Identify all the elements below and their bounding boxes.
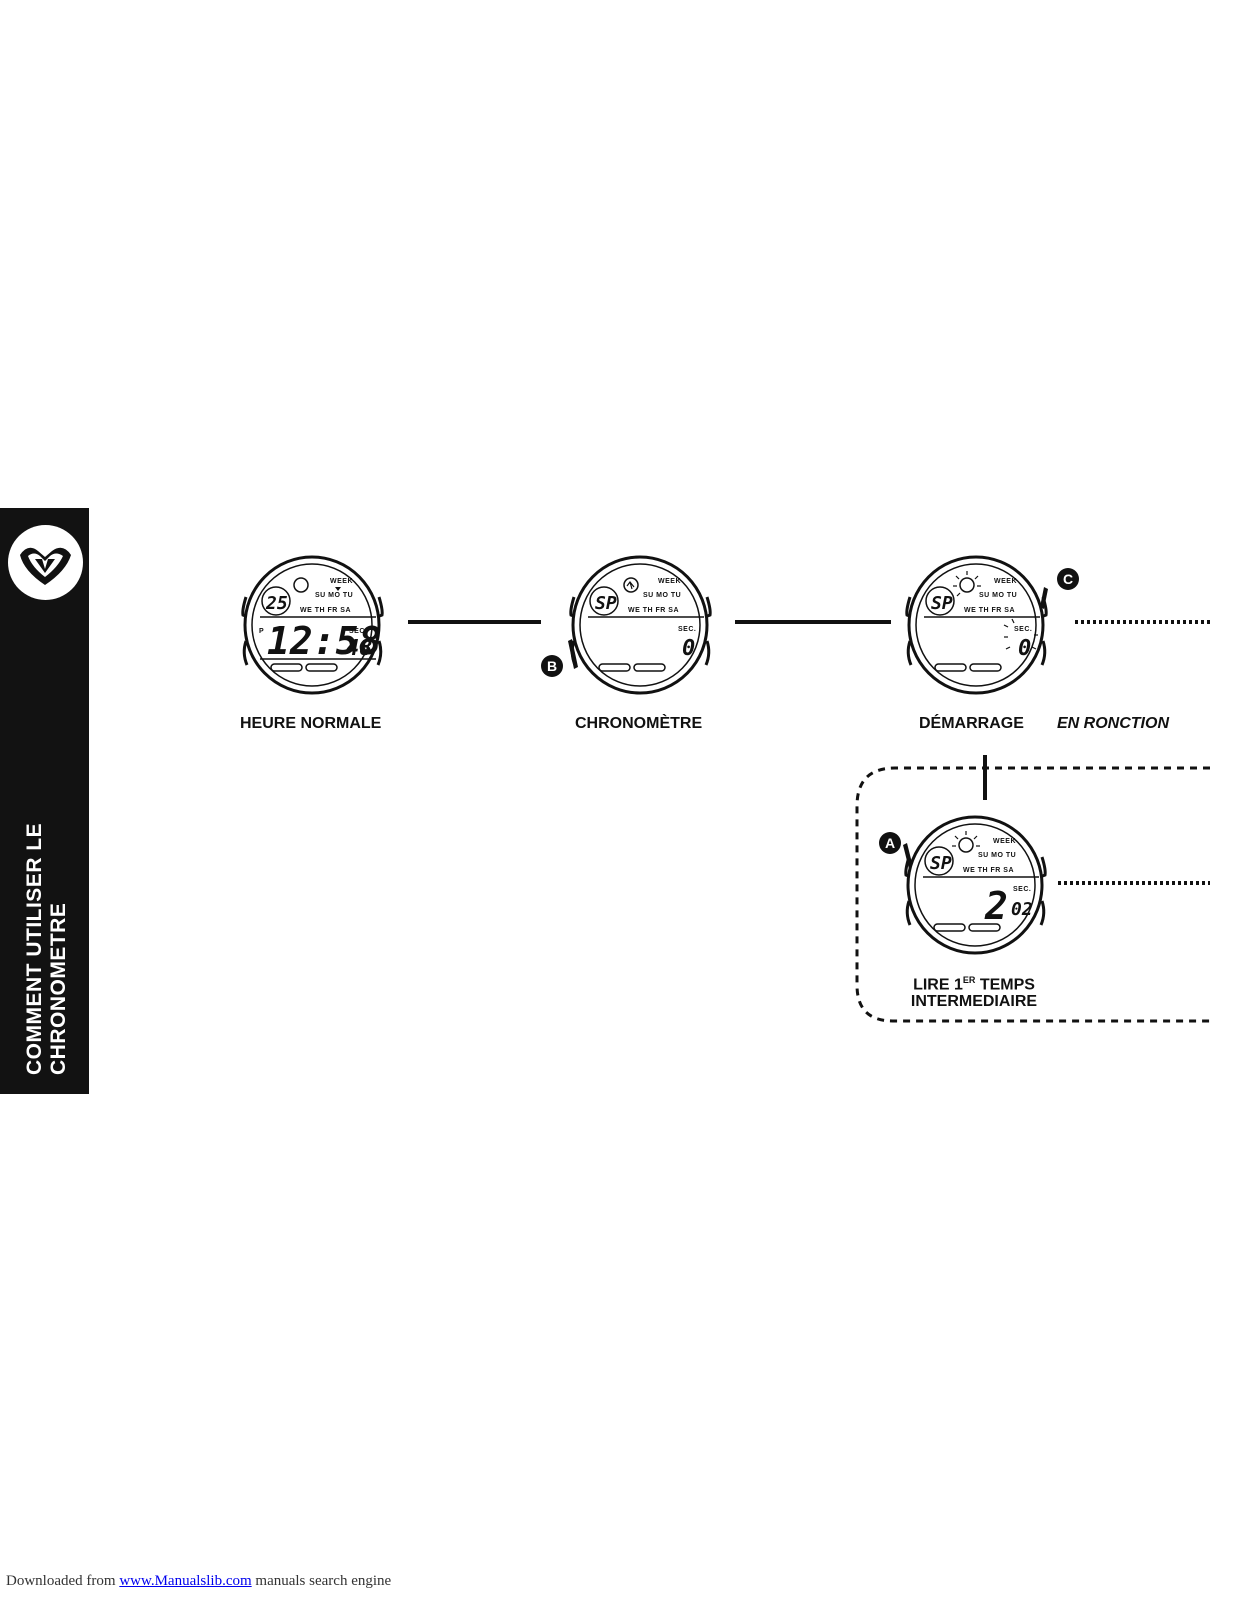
button-a-badge: A (879, 832, 901, 854)
watch1-days-top: SU MO TU (315, 592, 353, 599)
watch-chrono: SP WEEK SU MO TU WE TH FR SA SEC. 0 (568, 555, 713, 695)
watch3-mode: SP (931, 593, 953, 614)
split-label-sup: ER (962, 975, 976, 985)
watch4-value-sub: 02 (1011, 899, 1033, 920)
watch2-days-bottom: WE TH FR SA (628, 607, 679, 614)
split-label-suffix: TEMPS (975, 976, 1035, 994)
watch-normal-time: 25 WEEK SU MO TU WE TH FR SA P 12:58 SEC… (240, 555, 385, 695)
footer-suffix: manuals search engine (251, 1573, 392, 1589)
footer: Downloaded from www.Manualslib.com manua… (6, 1573, 391, 1590)
step-label-chrono: CHRONOMÈTRE (575, 715, 703, 732)
step-label-start: DÉMARRAGE (919, 715, 1024, 732)
watch3-days-top: SU MO TU (979, 592, 1017, 599)
watch2-days-top: SU MO TU (643, 592, 681, 599)
watch-split: SP WEEK SU MO TU WE TH FR SA SEC. 2 02 (903, 815, 1048, 955)
watch1-days-bottom: WE TH FR SA (300, 607, 351, 614)
roxy-logo (8, 525, 83, 600)
sidebar-tab (0, 508, 89, 1094)
watch1-time: 12:58 (267, 619, 381, 663)
split-label-prefix: LIRE 1 (913, 976, 963, 994)
watch4-days-top: SU MO TU (978, 852, 1016, 859)
step-label-normal-time: HEURE NORMALE (240, 715, 382, 732)
watch1-week-label: WEEK (330, 578, 353, 585)
watch2-mode: SP (595, 593, 617, 614)
watch1-sec-label: SEC. (349, 628, 367, 635)
running-label: EN RONCTION (1057, 715, 1169, 732)
watch4-mode: SP (930, 853, 952, 874)
watch3-value: 0 (1018, 636, 1031, 661)
footer-link[interactable]: www.Manualslib.com (119, 1573, 252, 1589)
watch-start: SP WEEK SU MO TU WE TH FR SA SEC. 0 (904, 555, 1049, 695)
watch4-sec-label: SEC. (1013, 886, 1031, 893)
watch2-sec-label: SEC. (678, 626, 696, 633)
connector-lines (408, 620, 1210, 1023)
footer-prefix: Downloaded from (6, 1573, 120, 1589)
split-label-line2: INTERMEDIAIRE (910, 993, 1038, 1011)
watch1-date: 25 (265, 593, 288, 614)
watch4-week-label: WEEK (993, 838, 1016, 845)
watch3-days-bottom: WE TH FR SA (964, 607, 1015, 614)
watch1-pm: P (259, 628, 264, 635)
watch3-sec-label: SEC. (1014, 626, 1032, 633)
button-b-badge: B (541, 655, 563, 677)
watch2-week-label: WEEK (658, 578, 681, 585)
button-c-badge: C (1057, 568, 1079, 590)
watch4-days-bottom: WE TH FR SA (963, 867, 1014, 874)
watch1-seconds: 48 (346, 636, 373, 661)
watch2-value: 0 (682, 636, 695, 661)
step-label-split: LIRE 1ER TEMPS INTERMEDIAIRE (904, 972, 1044, 1010)
watch4-value-main: 2 (984, 884, 1008, 928)
watch3-week-label: WEEK (994, 578, 1017, 585)
